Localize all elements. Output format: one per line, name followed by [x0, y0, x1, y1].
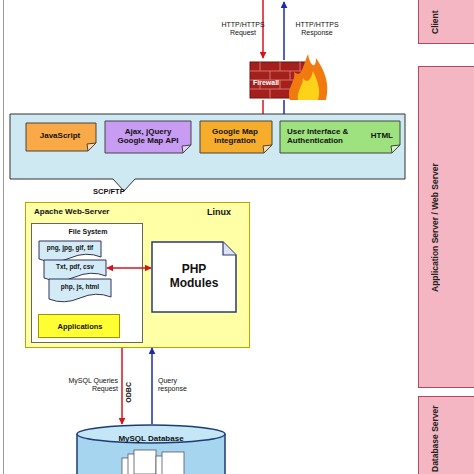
- flame-inner: [298, 71, 320, 100]
- note-body: [105, 121, 191, 153]
- note-body: [200, 121, 272, 153]
- file-doc: Txt, pdf, csv: [43, 259, 107, 281]
- node-title: Txt, pdf, csv: [45, 261, 105, 273]
- note-body: [26, 123, 96, 151]
- flame-outer: [289, 54, 327, 100]
- flow-arrow: [121, 348, 123, 424]
- node-title: Google Map integration: [203, 120, 267, 152]
- doc-body: [49, 279, 111, 302]
- node-title: Database Server: [431, 397, 445, 474]
- node-title: MySQL Database: [76, 433, 226, 445]
- node-title: File System: [32, 226, 144, 238]
- database-cylinder-outline: [76, 424, 226, 474]
- record-icon: [162, 452, 184, 474]
- tech-note: Google Map integration: [199, 120, 273, 154]
- client-tier-banner: [10, 114, 405, 191]
- node-title: User Interface & Authentication: [287, 120, 351, 152]
- node-subtitle: HTML: [359, 120, 393, 152]
- node-title: JavaScript: [27, 122, 93, 150]
- note-body: [280, 121, 400, 153]
- node-title: Apache Web-Server: [34, 206, 154, 218]
- app-box: Applications: [38, 314, 120, 338]
- file-doc: php, js, html: [48, 278, 112, 302]
- tier-band: Client: [418, 0, 474, 44]
- firewall-wall: Firewall: [250, 60, 330, 100]
- request-line: [262, 0, 264, 58]
- flow-note: SCP/FTP: [93, 188, 137, 197]
- doc-body: [39, 241, 101, 262]
- doc-body: [152, 242, 236, 312]
- node-title: Applications: [39, 315, 121, 339]
- node-title: PHP Modules: [164, 249, 224, 305]
- edge-label: Query response: [158, 377, 198, 393]
- frame-line: [3, 0, 4, 474]
- request-line: [262, 100, 264, 115]
- tech-note: Ajax, jQuery Google Map API: [104, 120, 192, 154]
- response-line: [283, 100, 285, 115]
- node-title: png, jpg, gif, tif: [40, 242, 100, 254]
- node-title: Ajax, jQuery Google Map API: [112, 120, 184, 152]
- server-box: Apache Web-Server LinuxFile System png, jp…: [25, 202, 250, 348]
- response-line: [283, 2, 285, 60]
- node-title: Application Server / Web Server: [431, 67, 445, 389]
- tier-band: Database Server: [418, 396, 474, 474]
- node-title: Client: [431, 0, 445, 45]
- tier-band: Application Server / Web Server: [418, 66, 474, 388]
- node-subtitle: Linux: [176, 206, 231, 218]
- edge-label: MySQL Queries Request: [50, 377, 118, 393]
- doc-fold: [223, 242, 236, 255]
- doc-body: [44, 260, 106, 281]
- flow-note: HTTP/HTTPS Request: [218, 21, 268, 37]
- flow-arrow: [151, 348, 153, 424]
- record-icon: [134, 450, 156, 474]
- protocol-tag: ODBC: [125, 382, 133, 403]
- note-fold: [391, 145, 400, 153]
- database-cylinder: MySQL Database: [76, 424, 226, 474]
- note-fold: [263, 145, 272, 153]
- flow-note: HTTP/HTTPS Response: [288, 21, 346, 37]
- note-fold: [87, 143, 96, 151]
- note-fold: [182, 145, 191, 153]
- folder-box: File System png, jpg, gif, tifTxt, pdf, c…: [31, 223, 143, 343]
- tech-note: User Interface & AuthenticationHTML: [279, 120, 401, 154]
- node-title: php, js, html: [50, 281, 110, 293]
- module-doc: PHP Modules: [151, 241, 237, 313]
- tech-note: JavaScript: [25, 122, 97, 152]
- file-doc: png, jpg, gif, tif: [38, 240, 102, 262]
- node-title: Firewall: [253, 77, 303, 89]
